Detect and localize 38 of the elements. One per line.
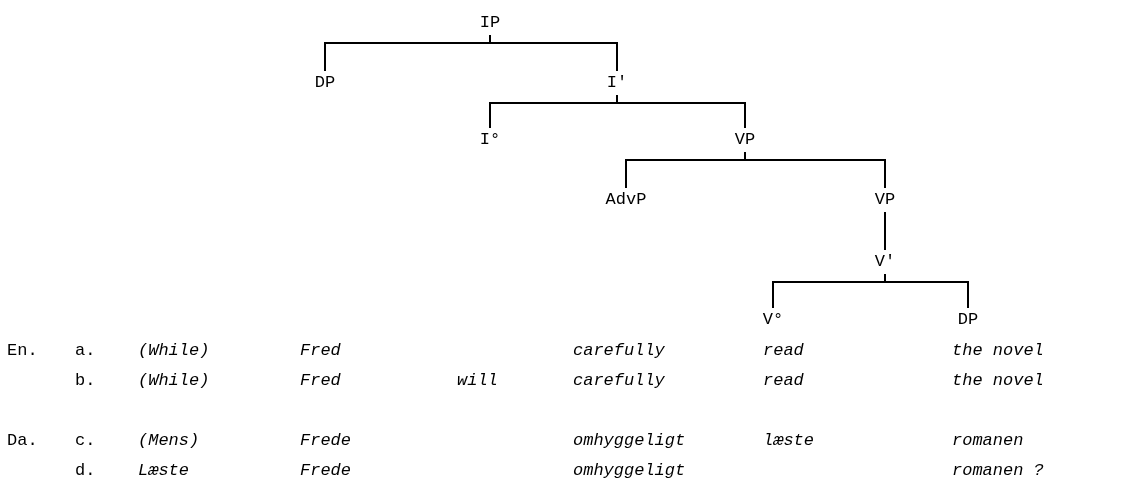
example-word: the novel [952,341,1044,361]
row-marker: d. [75,461,96,481]
tree-node-label: AdvP [605,190,647,210]
example-word: (While) [138,371,210,391]
example-word: carefully [573,341,665,361]
example-word: (While) [138,341,210,361]
example-word: læste [763,431,814,451]
example-word: Frede [300,461,351,481]
example-word: omhyggeligt [573,461,686,481]
example-word: read [763,341,804,361]
row-marker: En. [7,341,38,361]
example-word: will [457,371,498,391]
example-word: Fred [300,341,341,361]
tree-node-label: DP [314,73,336,93]
tree-node-label: I' [606,73,628,93]
example-word: carefully [573,371,665,391]
example-word: romanen [952,431,1024,451]
example-word: read [763,371,804,391]
tree-node-label: VP [874,190,896,210]
tree-node-label: DP [957,310,979,330]
tree-node-label: V° [762,310,784,330]
example-word: omhyggeligt [573,431,686,451]
example-word: Læste [138,461,189,481]
example-word: the novel [952,371,1044,391]
row-marker: Da. [7,431,38,451]
example-word: Fred [300,371,341,391]
example-word: romanen ? [952,461,1044,481]
row-marker: b. [75,371,96,391]
example-word: Frede [300,431,351,451]
example-word: (Mens) [138,431,200,451]
tree-branch [884,211,886,251]
row-marker: c. [75,431,96,451]
tree-branch [884,273,969,309]
row-marker: a. [75,341,96,361]
tree-node-label: VP [734,130,756,150]
tree-node-label: I° [479,130,501,150]
tree-node-label: V' [874,252,896,272]
tree-node-label: IP [479,13,501,33]
